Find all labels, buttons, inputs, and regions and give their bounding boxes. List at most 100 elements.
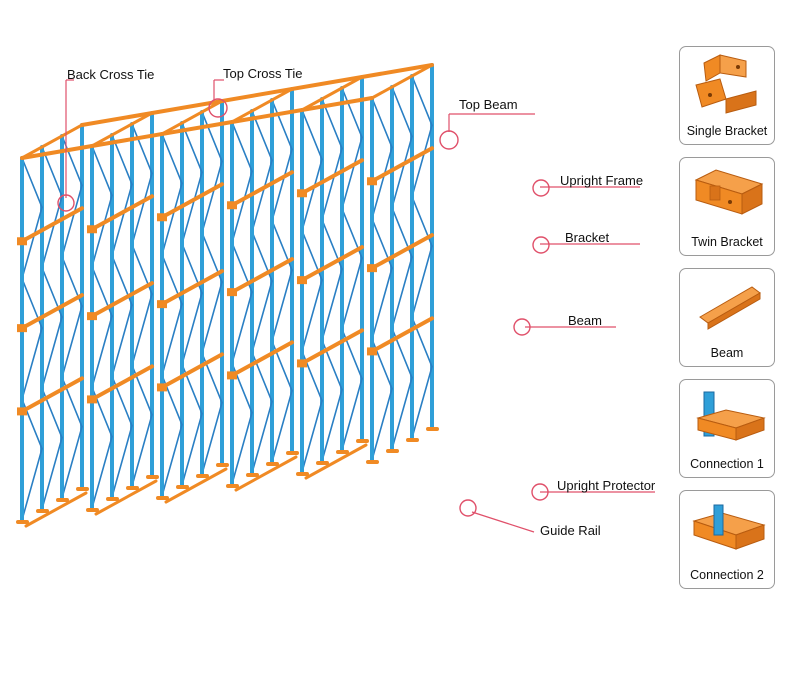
bracing bbox=[252, 160, 272, 231]
connection-1-icon bbox=[686, 384, 770, 452]
bracing bbox=[272, 149, 292, 220]
rack-structure bbox=[17, 65, 437, 526]
callout-label: Upright Protector bbox=[557, 478, 656, 493]
part-card-single-bracket: Single Bracket bbox=[679, 46, 775, 145]
callout-upright-protector: Upright Protector bbox=[532, 478, 656, 500]
part-label: Connection 2 bbox=[680, 568, 774, 582]
bracing bbox=[302, 280, 322, 351]
bracing bbox=[342, 137, 362, 208]
callout-label: Bracket bbox=[565, 230, 609, 245]
beam-icon bbox=[686, 273, 770, 341]
bracket bbox=[367, 177, 377, 185]
bracket bbox=[227, 371, 237, 379]
bracing bbox=[392, 87, 412, 136]
bracing bbox=[112, 184, 132, 255]
part-card-beam: Beam bbox=[679, 268, 775, 367]
bracing bbox=[322, 269, 342, 340]
callout-label: Top Beam bbox=[459, 97, 518, 112]
bracket bbox=[87, 395, 97, 403]
bracket bbox=[157, 300, 167, 308]
callout-label: Beam bbox=[568, 313, 602, 328]
bracket bbox=[157, 213, 167, 221]
beam bbox=[162, 184, 222, 217]
bracing bbox=[22, 158, 42, 207]
bracing bbox=[342, 88, 362, 137]
bracket bbox=[87, 312, 97, 320]
callout-beam: Beam bbox=[514, 313, 616, 335]
callout-label: Guide Rail bbox=[540, 523, 601, 538]
bracket bbox=[17, 407, 27, 415]
bracing bbox=[42, 317, 62, 388]
bracing bbox=[202, 161, 222, 232]
callout-upright-frame: Upright Frame bbox=[533, 173, 643, 196]
bracing bbox=[272, 100, 292, 149]
bracket bbox=[227, 201, 237, 209]
bracket bbox=[17, 324, 27, 332]
part-card-connection-1: Connection 1 bbox=[679, 379, 775, 478]
bracing bbox=[392, 136, 412, 207]
bracing bbox=[92, 146, 112, 195]
bracing bbox=[132, 294, 152, 365]
bracing bbox=[162, 134, 182, 183]
bracket bbox=[227, 288, 237, 296]
connection-2-icon bbox=[686, 495, 770, 563]
bracket bbox=[17, 237, 27, 245]
bracing bbox=[322, 148, 342, 219]
bracing bbox=[412, 246, 432, 317]
callout-top-beam: Top Beam bbox=[440, 97, 535, 149]
bracing bbox=[182, 172, 202, 243]
bracing bbox=[182, 293, 202, 364]
bracket bbox=[297, 189, 307, 197]
guide-rail bbox=[306, 445, 366, 478]
bracing bbox=[232, 122, 252, 171]
beam bbox=[372, 148, 432, 181]
bracing bbox=[112, 305, 132, 376]
bracing bbox=[132, 173, 152, 244]
bracing bbox=[412, 125, 432, 196]
bracing bbox=[62, 136, 82, 185]
bracing bbox=[92, 316, 112, 387]
part-label: Connection 1 bbox=[680, 457, 774, 471]
guide-rail bbox=[26, 493, 86, 526]
bracing bbox=[202, 112, 222, 161]
bracket bbox=[87, 225, 97, 233]
bracket bbox=[297, 359, 307, 367]
bracing bbox=[202, 282, 222, 353]
bracing bbox=[412, 76, 432, 125]
bracket bbox=[157, 383, 167, 391]
part-card-twin-bracket: Twin Bracket bbox=[679, 157, 775, 256]
bracing bbox=[132, 124, 152, 173]
bracket bbox=[297, 276, 307, 284]
beam bbox=[22, 208, 82, 241]
bracing bbox=[372, 268, 392, 339]
beam bbox=[92, 196, 152, 229]
part-label: Single Bracket bbox=[680, 124, 774, 138]
guide-rail bbox=[96, 481, 156, 514]
beam bbox=[232, 172, 292, 205]
bracing bbox=[342, 258, 362, 329]
part-card-connection-2: Connection 2 bbox=[679, 490, 775, 589]
callout-bracket: Bracket bbox=[533, 230, 640, 253]
bracket bbox=[367, 264, 377, 272]
part-label: Beam bbox=[680, 346, 774, 360]
bracing bbox=[232, 292, 252, 363]
bracket bbox=[367, 347, 377, 355]
bracing bbox=[392, 257, 412, 328]
bracing bbox=[372, 98, 392, 147]
bracing bbox=[302, 110, 322, 159]
bracing bbox=[162, 304, 182, 375]
guide-rail bbox=[166, 469, 226, 502]
bracing bbox=[252, 281, 272, 352]
part-label: Twin Bracket bbox=[680, 235, 774, 249]
guide-rail bbox=[236, 457, 296, 490]
bracing bbox=[62, 306, 82, 377]
callout-guide-rail: Guide Rail bbox=[460, 500, 601, 538]
twin-bracket-icon bbox=[686, 162, 770, 230]
single-bracket-icon bbox=[686, 51, 770, 119]
callout-label: Upright Frame bbox=[560, 173, 643, 188]
drive-in-racking-diagram: Back Cross Tie Top Cross Tie Top Beam Up… bbox=[0, 0, 660, 684]
bracing bbox=[272, 270, 292, 341]
callout-label: Back Cross Tie bbox=[67, 67, 154, 82]
beam bbox=[302, 160, 362, 193]
callout-label: Top Cross Tie bbox=[223, 66, 302, 81]
